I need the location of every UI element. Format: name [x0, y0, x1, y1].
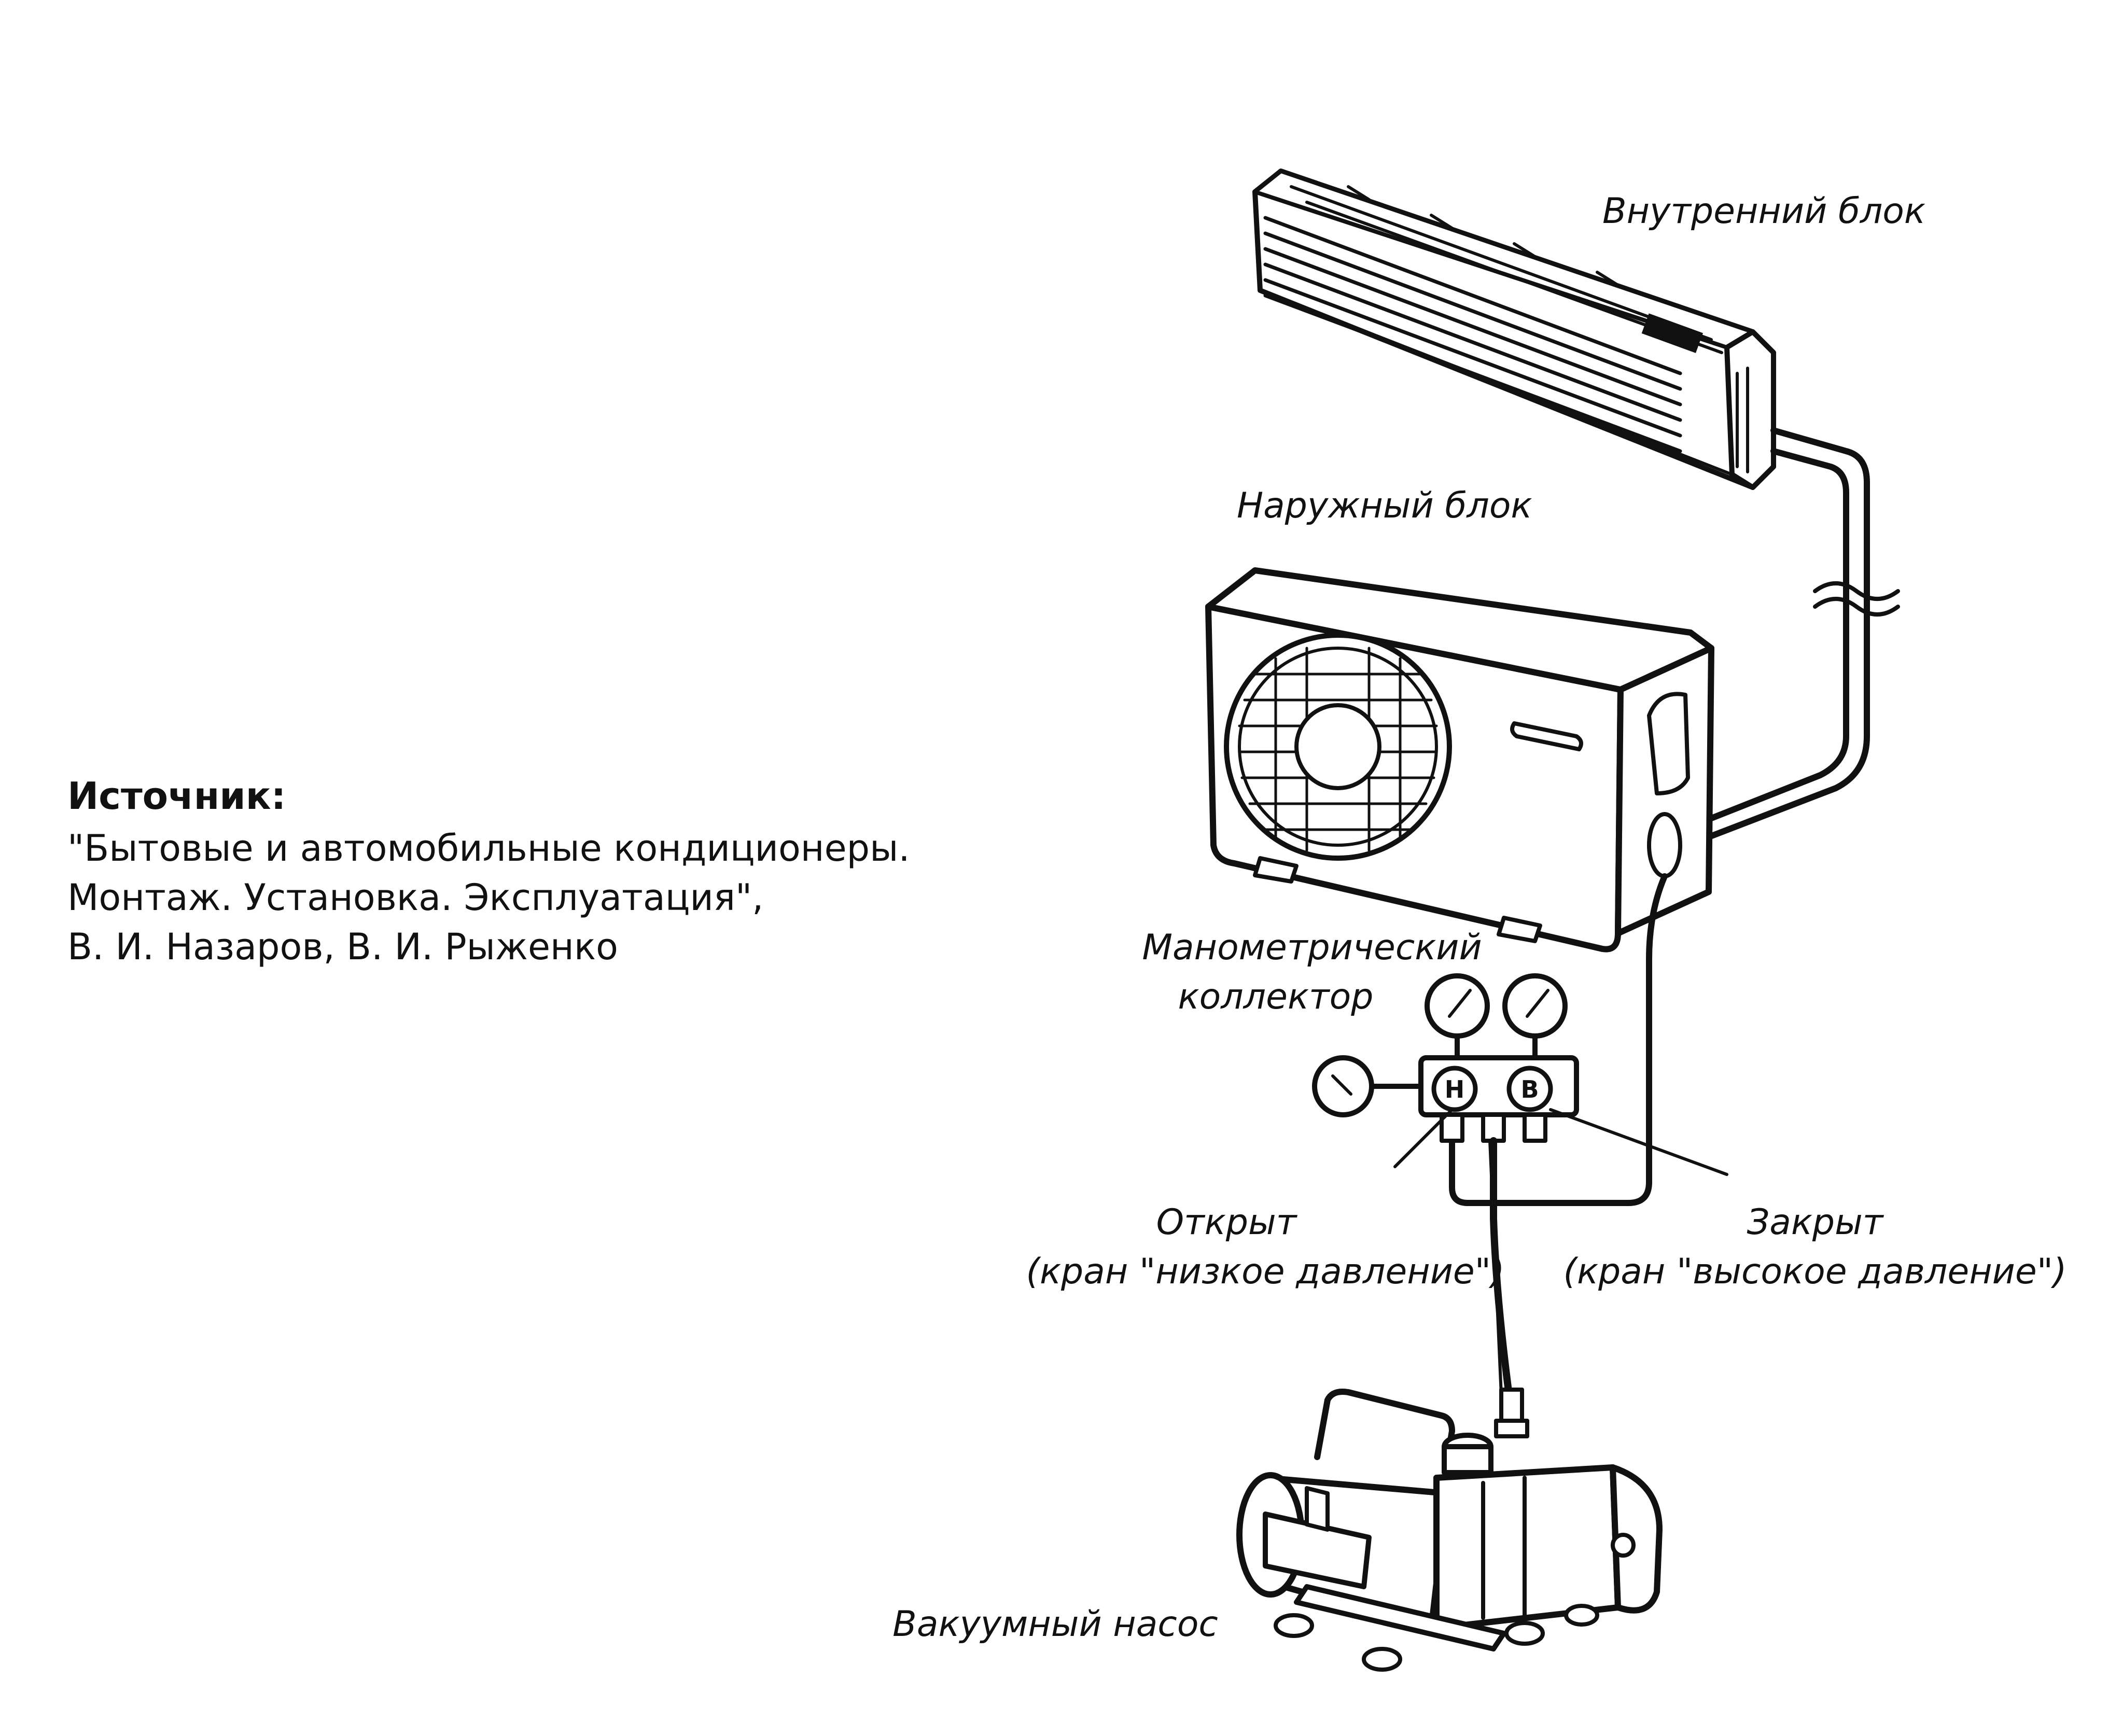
manifold-label-line-2: коллектор	[1178, 976, 1374, 1017]
indoor-unit-label: Внутренний блок	[1602, 191, 1925, 232]
open-valve-label-line-1: Открыт	[1156, 1202, 1298, 1243]
source-line-3: В. И. Назаров, В. И. Рыженко	[67, 926, 618, 968]
high-valve-letter: В	[1520, 1075, 1539, 1103]
source-line-1: "Бытовые и автомобильные кондиционеры.	[67, 827, 910, 870]
vacuum-pump-label: Вакуумный насос	[892, 1604, 1218, 1645]
outdoor-unit-drawing	[1205, 567, 1714, 953]
manifold-gauge-set: Н В	[1312, 873, 1728, 1398]
open-valve-label-line-2: (кран "низкое давление")	[1026, 1251, 1504, 1292]
closed-valve-label-line-2: (кран "высокое давление")	[1563, 1251, 2067, 1292]
indoor-unit-drawing	[1252, 169, 1776, 490]
source-citation: Источник: "Бытовые и автомобильные конди…	[67, 774, 910, 968]
source-line-2: Монтаж. Установка. Эксплуатация",	[67, 876, 763, 919]
refrigerant-pipes	[1693, 427, 1900, 843]
outdoor-unit-label: Наружный блок	[1237, 485, 1532, 526]
low-valve-letter: Н	[1445, 1075, 1465, 1103]
manifold-label-line-1: Манометрический	[1142, 927, 1482, 968]
closed-valve-label-line-1: Закрыт	[1747, 1202, 1884, 1243]
vacuum-pump-drawing	[1236, 1388, 1663, 1672]
diagram-labels: Внутренний блок Наружный блок Манометрич…	[892, 191, 2067, 1645]
source-title: Источник:	[67, 774, 286, 818]
